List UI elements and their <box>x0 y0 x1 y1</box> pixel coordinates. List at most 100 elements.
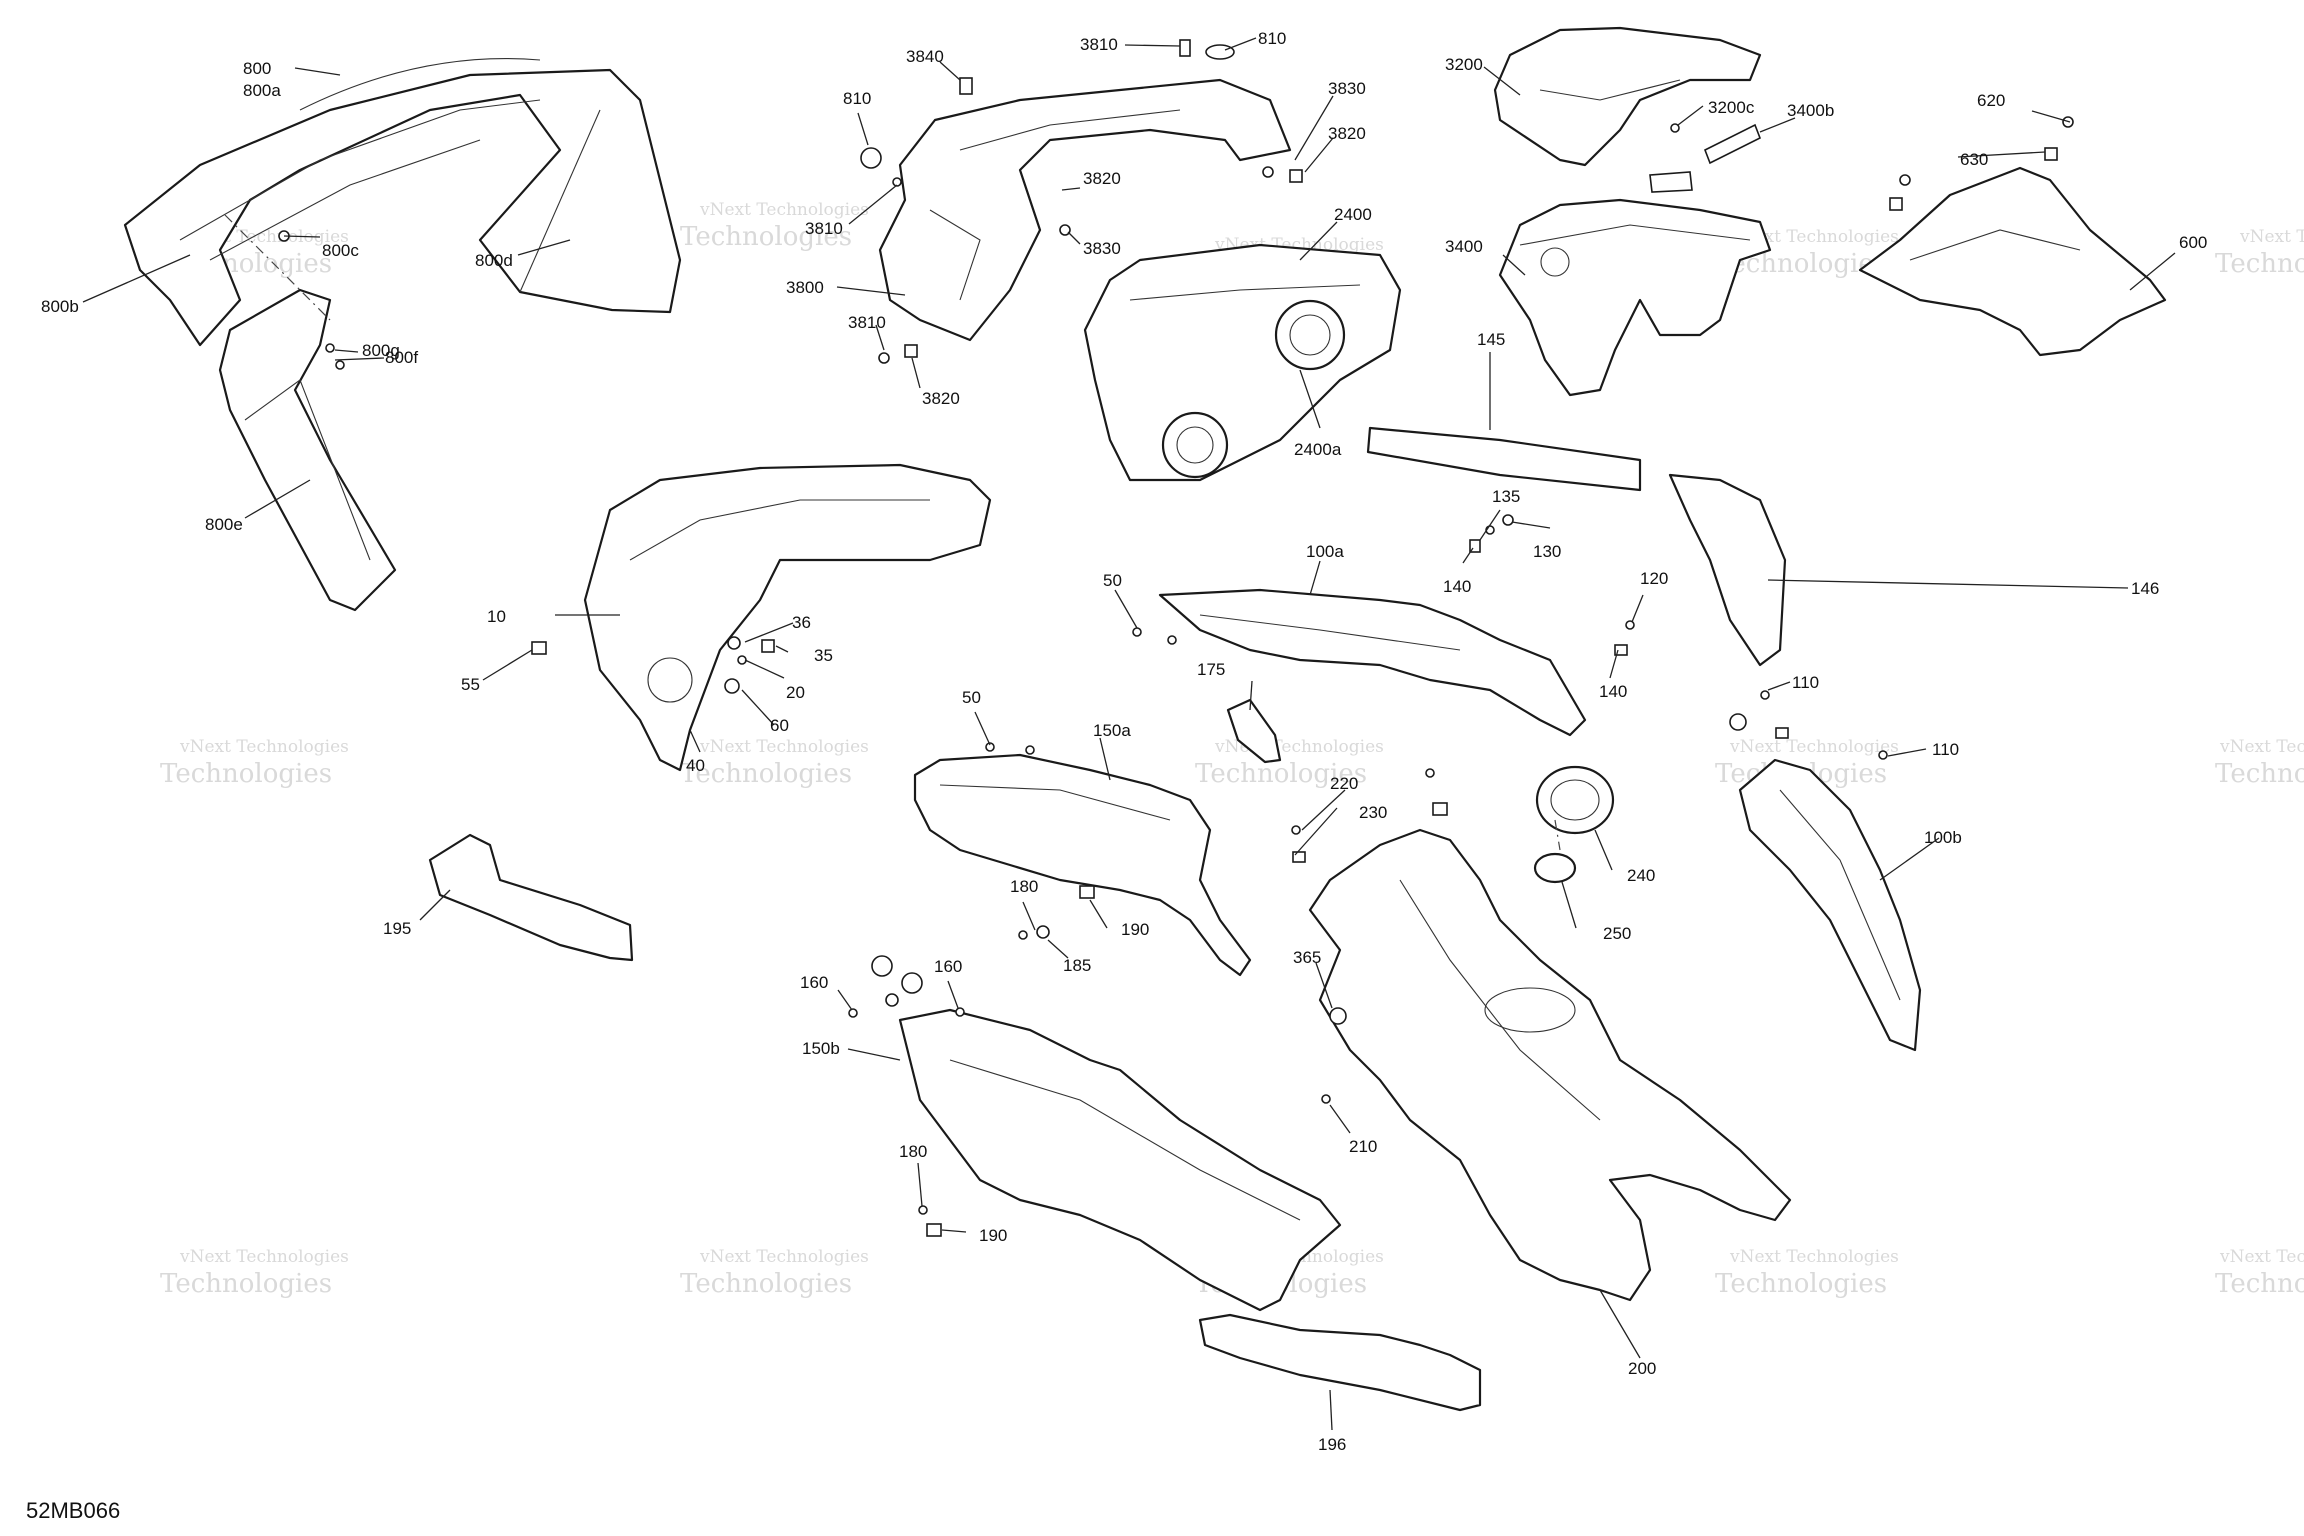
callout-140-top: 140 <box>1443 577 1471 596</box>
callout-620: 620 <box>1977 91 2005 110</box>
callout-140-low: 140 <box>1599 682 1627 701</box>
callout-60: 60 <box>770 716 789 735</box>
svg-text:vNext Technologies: vNext Technologies <box>1729 737 1899 757</box>
callout-labels: 800 800a 800b 800c 800d 800e 800f 800g 3… <box>41 29 2207 1454</box>
svg-text:vNext Technologies: vNext Technologies <box>179 737 349 757</box>
callout-800: 800 <box>243 59 271 78</box>
o-ring-250 <box>1533 852 1577 884</box>
callout-160-right: 160 <box>934 957 962 976</box>
callout-3810-top: 3810 <box>1080 35 1118 54</box>
trim-146 <box>1668 473 1787 667</box>
windshield-800 <box>123 58 682 347</box>
svg-text:Technologies: Technologies <box>160 759 332 789</box>
front-fascia-10 <box>583 463 992 772</box>
callout-800b: 800b <box>41 297 79 316</box>
bracket-175 <box>1226 698 1282 764</box>
svg-text:Technologies: Technologies <box>1715 1269 1887 1299</box>
fuel-tank-frame-200 <box>1308 828 1792 1302</box>
callout-800c: 800c <box>322 241 359 260</box>
callout-180-low: 180 <box>899 1142 927 1161</box>
svg-text:vNext Technologies: vNext Technologies <box>1729 227 1899 247</box>
callout-810-left: 810 <box>843 89 871 108</box>
leader-lines <box>82 37 2176 1431</box>
callout-196: 196 <box>1318 1435 1346 1454</box>
callout-100a: 100a <box>1306 542 1344 561</box>
callout-190-low: 190 <box>979 1226 1007 1245</box>
callout-630: 630 <box>1960 150 1988 169</box>
callout-36: 36 <box>792 613 811 632</box>
callout-40: 40 <box>686 756 705 775</box>
callout-3810-mid: 3810 <box>805 219 843 238</box>
callout-3810-low: 3810 <box>848 313 886 332</box>
svg-text:Technologies: Technologies <box>2215 249 2304 279</box>
callout-110-top: 110 <box>1792 673 1819 692</box>
svg-text:vNext Technologies: vNext Technologies <box>2219 1247 2304 1267</box>
rear-tray-600 <box>1858 166 2167 357</box>
callout-10: 10 <box>487 607 506 626</box>
svg-text:Technologies: Technologies <box>680 222 852 252</box>
callout-800f: 800f <box>385 348 418 367</box>
callout-810-top: 810 <box>1258 29 1286 48</box>
callout-185: 185 <box>1063 956 1091 975</box>
svg-text:vNext Technologies: vNext Technologies <box>1729 1247 1899 1267</box>
callout-800a: 800a <box>243 81 281 100</box>
headlight-2400 <box>1083 243 1402 482</box>
callout-800e: 800e <box>205 515 243 534</box>
side-panel-800e <box>218 288 397 612</box>
assembly-lines <box>224 214 1561 851</box>
callout-3200c: 3200c <box>1708 98 1755 117</box>
callout-135: 135 <box>1492 487 1520 506</box>
side-panel-150b <box>898 1008 1342 1312</box>
callout-150b: 150b <box>802 1039 840 1058</box>
callout-145: 145 <box>1477 330 1505 349</box>
svg-text:vNext Technologies: vNext Technologies <box>699 200 869 220</box>
svg-text:vNext Technologies: vNext Technologies <box>179 1247 349 1267</box>
fuel-cap-ring-240 <box>1535 765 1615 835</box>
callout-150a: 150a <box>1093 721 1131 740</box>
callout-110-low: 110 <box>1932 740 1959 759</box>
callout-190-top: 190 <box>1121 920 1149 939</box>
callout-600: 600 <box>2179 233 2207 252</box>
callout-250: 250 <box>1603 924 1631 943</box>
callout-3800: 3800 <box>786 278 824 297</box>
svg-text:Technologies: Technologies <box>680 1269 852 1299</box>
callout-195: 195 <box>383 919 411 938</box>
svg-text:vNext Technologies: vNext Technologies <box>699 1247 869 1267</box>
diagram-code: 52MB066 <box>26 1498 120 1523</box>
panel-100a <box>1158 588 1587 737</box>
callout-220: 220 <box>1330 774 1358 793</box>
callout-160-left: 160 <box>800 973 828 992</box>
trim-145 <box>1366 426 1642 492</box>
callout-3400b: 3400b <box>1787 101 1834 120</box>
callout-210: 210 <box>1349 1137 1377 1156</box>
hardware <box>278 39 2074 1237</box>
svg-text:vNext Technologies: vNext Technologies <box>699 737 869 757</box>
svg-text:Technologies: Technologies <box>2215 759 2304 789</box>
svg-text:Technologies: Technologies <box>680 759 852 789</box>
callout-3400: 3400 <box>1445 237 1483 256</box>
gauge-support-3800 <box>878 78 1292 342</box>
callout-146: 146 <box>2131 579 2159 598</box>
svg-text:vNext Technologies: vNext Technologies <box>2239 227 2304 247</box>
callout-200: 200 <box>1628 1359 1656 1378</box>
callout-130: 130 <box>1533 542 1561 561</box>
callout-3200: 3200 <box>1445 55 1483 74</box>
callout-3820-low: 3820 <box>922 389 960 408</box>
callout-100b: 100b <box>1924 828 1962 847</box>
svg-text:vNext Technologies: vNext Technologies <box>2219 737 2304 757</box>
panel-100b <box>1738 758 1922 1052</box>
callout-3830-mid: 3830 <box>1083 239 1121 258</box>
trim-195 <box>428 833 634 962</box>
callout-240: 240 <box>1627 866 1655 885</box>
callout-20: 20 <box>786 683 805 702</box>
callout-50-top: 50 <box>1103 571 1122 590</box>
